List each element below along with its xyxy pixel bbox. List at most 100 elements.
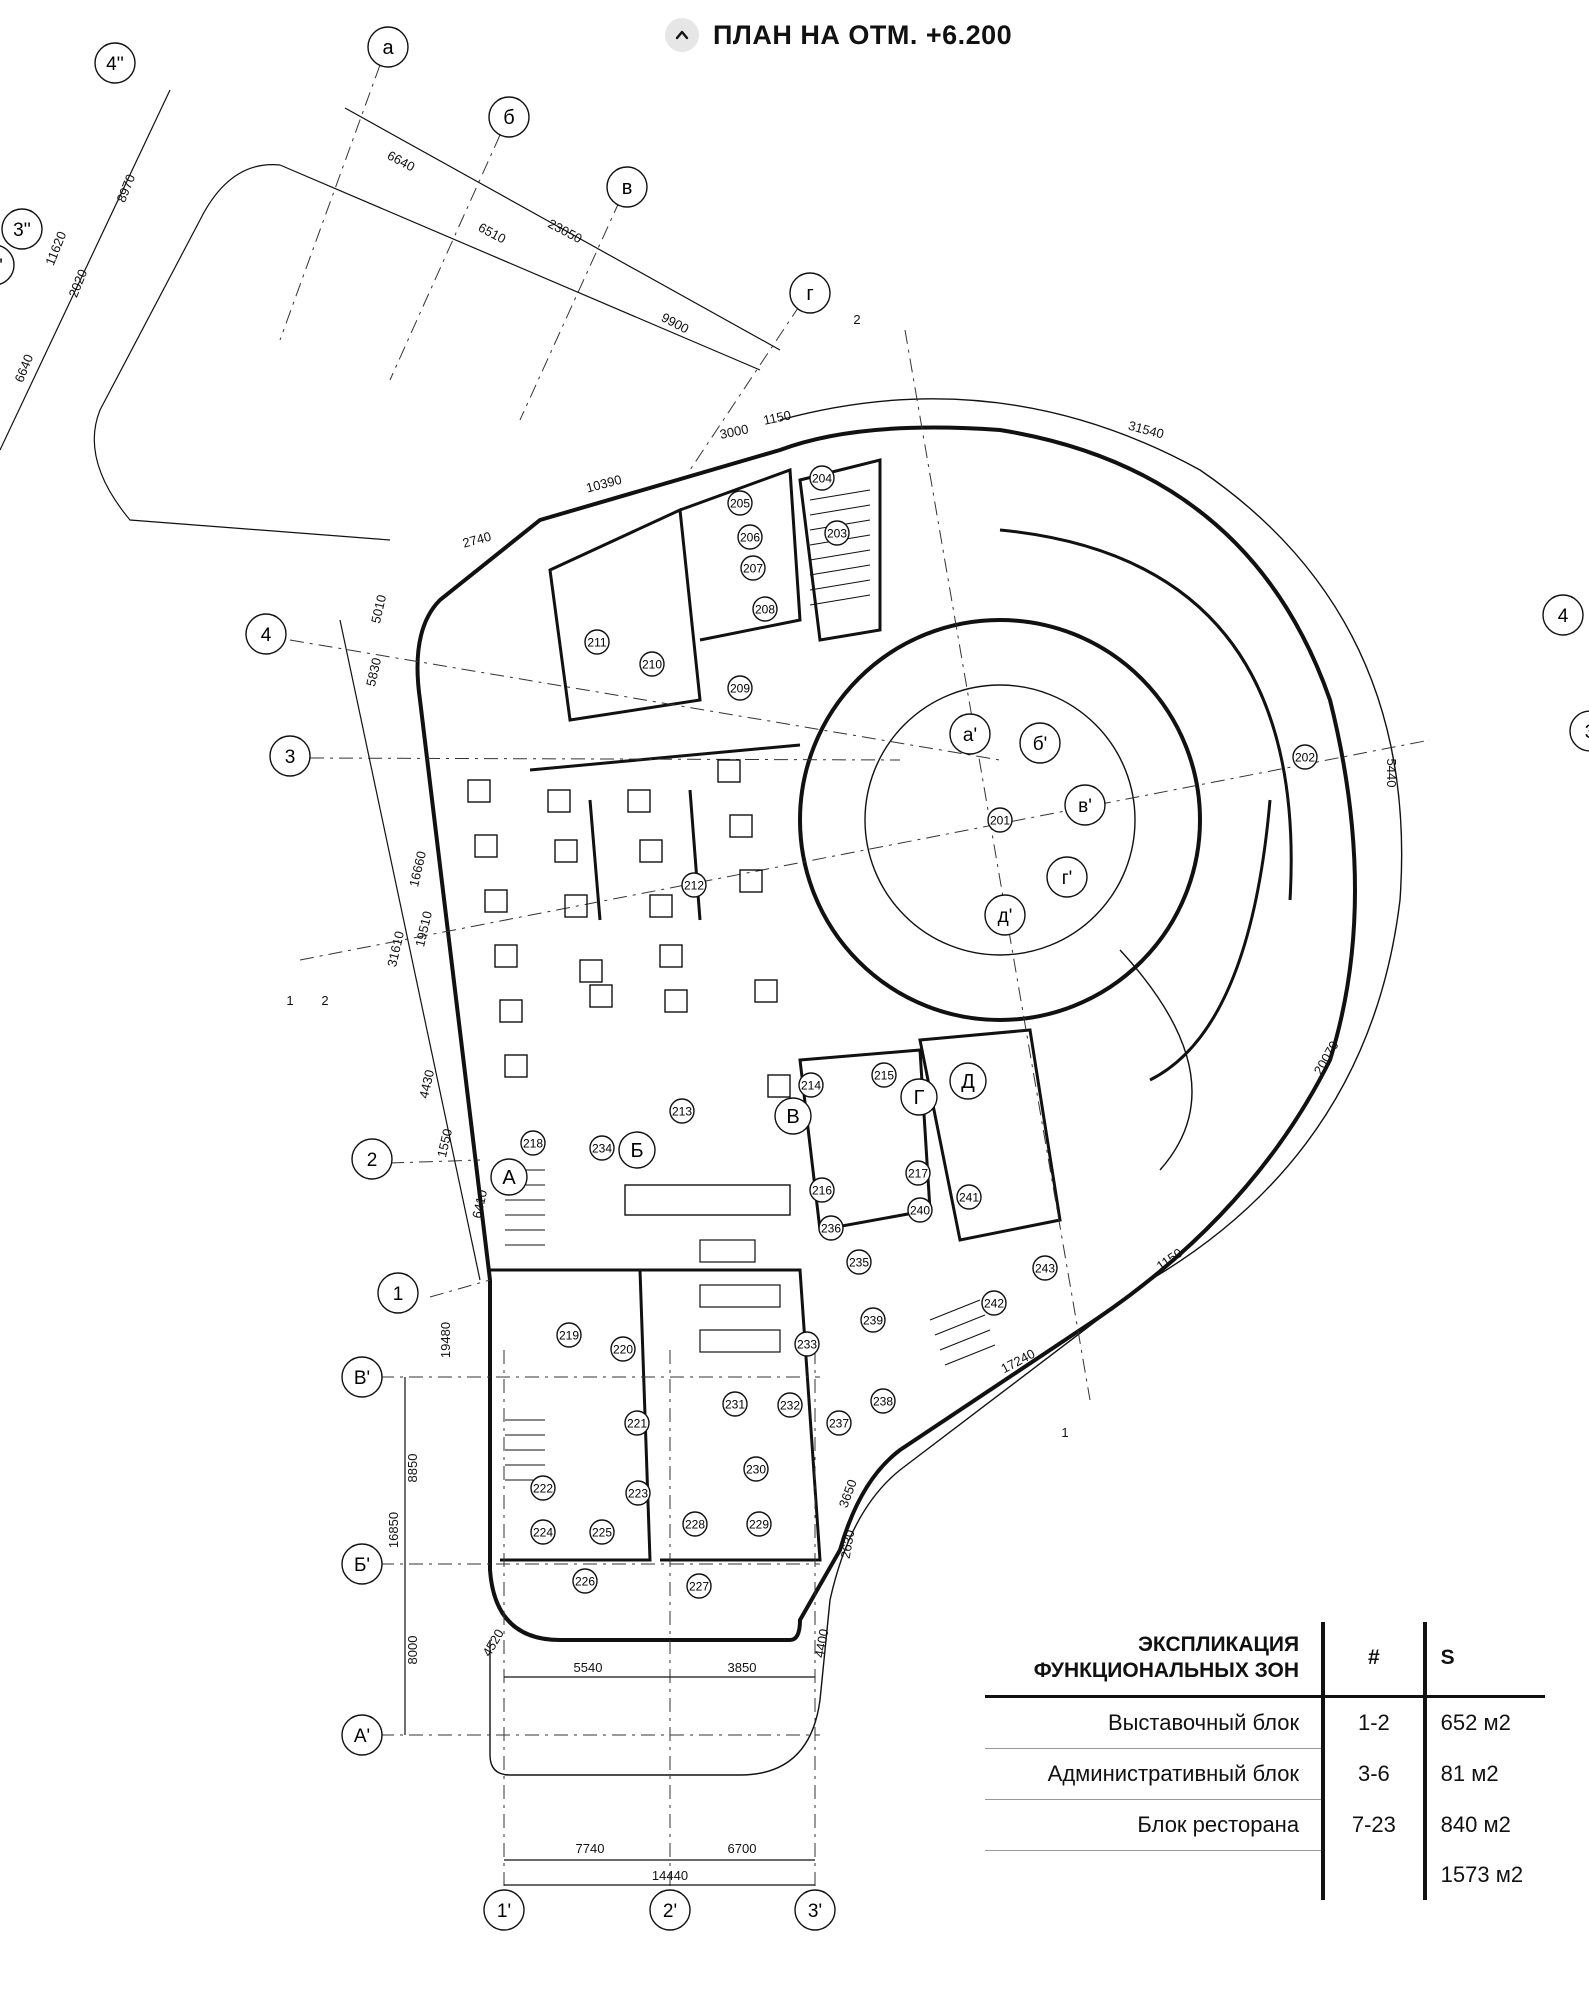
room-marker-206-circle xyxy=(737,524,763,550)
axis-bubble-letter-0: а xyxy=(367,26,409,68)
axis-bubble-letter-3-label: г xyxy=(806,283,813,305)
grid-axis-2 xyxy=(389,1159,481,1164)
axis-bubble-bottom-1: 2' xyxy=(649,1889,691,1931)
room-marker-211-circle xyxy=(584,629,610,655)
room-marker-229-label: 229 xyxy=(749,1517,769,1531)
table xyxy=(504,1054,528,1078)
room-marker-232: 232 xyxy=(777,1392,803,1418)
table xyxy=(649,894,673,918)
dim-left-bottom-2: 8000 xyxy=(405,1636,420,1665)
table xyxy=(589,984,613,1008)
room-marker-210-label: 210 xyxy=(642,657,662,671)
room-marker-212-label: 212 xyxy=(684,878,704,892)
table xyxy=(639,839,663,863)
axis-bubble-circle-1-label: б' xyxy=(1033,734,1048,755)
room-marker-223-circle xyxy=(625,1480,651,1506)
axis-bubble-bottom-2-label: 3' xyxy=(808,1901,822,1922)
room-marker-215-label: 215 xyxy=(874,1068,894,1082)
dim-right-6: 4400 xyxy=(812,1628,832,1659)
room-marker-243: 243 xyxy=(1032,1255,1058,1281)
room-marker-241-label: 241 xyxy=(959,1190,979,1204)
axis-bubble-upper-0: А xyxy=(490,1158,528,1196)
room-marker-215: 215 xyxy=(871,1062,897,1088)
table xyxy=(494,944,518,968)
dim-left-2: 16660 xyxy=(406,850,429,889)
terrace-outline xyxy=(93,164,391,541)
room-marker-203: 203 xyxy=(824,520,850,546)
legend-zone-num: 3-6 xyxy=(1321,1748,1425,1799)
room-marker-230-label: 230 xyxy=(746,1462,766,1476)
room-marker-209-label: 209 xyxy=(730,681,750,695)
axis-bubble-circle-1: б' xyxy=(1019,722,1061,764)
table xyxy=(627,789,651,813)
dim-right-0: 5440 xyxy=(1384,759,1399,788)
axis-bubble-number-7-label: 4 xyxy=(1558,606,1569,627)
room-marker-201-label: 201 xyxy=(990,813,1010,827)
axis-bubble-left-2-label: А' xyxy=(354,1726,370,1747)
room-marker-224-circle xyxy=(530,1519,556,1545)
room-marker-239-label: 239 xyxy=(863,1313,883,1327)
room-marker-221-circle xyxy=(624,1410,650,1436)
dim-left-top-3: 6640 xyxy=(11,352,36,384)
room-marker-228: 228 xyxy=(682,1511,708,1537)
axis-bubble-upper-3-circle xyxy=(900,1078,938,1116)
exhibition-circle-inner xyxy=(864,684,1136,956)
dim-left-top-2: 2020 xyxy=(65,267,90,299)
legend-zone-num: 1-2 xyxy=(1321,1696,1425,1748)
room-marker-241: 241 xyxy=(956,1184,982,1210)
room-marker-229: 229 xyxy=(746,1511,772,1537)
room-marker-242: 242 xyxy=(981,1290,1007,1316)
room-marker-201: 201 xyxy=(987,807,1013,833)
axis-bubble-bottom-0: 1' xyxy=(483,1889,525,1931)
wall-divider-3 xyxy=(688,789,702,921)
room-marker-209: 209 xyxy=(727,675,753,701)
axis-bubble-letter-2-circle xyxy=(606,166,648,208)
axis-bubble-upper-1: Б xyxy=(618,1131,656,1169)
room-marker-230: 230 xyxy=(743,1456,769,1482)
room-marker-217-circle xyxy=(905,1160,931,1186)
axis-bubble-number-4-circle xyxy=(94,42,136,84)
room-marker-222-label: 222 xyxy=(533,1481,553,1495)
room-marker-210: 210 xyxy=(639,651,665,677)
legend-row: Административный блок 3-6 81 м2 xyxy=(985,1748,1545,1800)
axis-bubble-upper-4: Д xyxy=(949,1062,987,1100)
room-marker-215-circle xyxy=(871,1062,897,1088)
room-marker-234-label: 234 xyxy=(592,1141,612,1155)
axis-bubble-bottom-1-label: 2' xyxy=(663,1901,677,1922)
axis-bubble-number-8-label: 3 xyxy=(1585,722,1589,743)
dim-left-0: 5010 xyxy=(368,593,389,625)
table xyxy=(579,959,603,983)
room-marker-204-circle xyxy=(809,465,835,491)
axis-bubble-number-1-circle xyxy=(351,1138,393,1180)
room-marker-206-label: 206 xyxy=(740,530,760,544)
axis-bubble-circle-2-circle xyxy=(1064,784,1106,826)
room-marker-223: 223 xyxy=(625,1480,651,1506)
legend-total-label xyxy=(985,1850,1323,1900)
section-line-1 xyxy=(299,739,1431,961)
room-marker-238: 238 xyxy=(870,1388,896,1414)
legend-row: Блок ресторана 7-23 840 м2 xyxy=(985,1799,1545,1851)
table xyxy=(664,989,688,1013)
kitchen-table-3 xyxy=(699,1329,781,1353)
grid-axis-1 xyxy=(429,1279,491,1298)
room-marker-224: 224 xyxy=(530,1519,556,1545)
axis-bubble-upper-0-label: А xyxy=(502,1167,516,1189)
legend-total-num xyxy=(1321,1850,1425,1900)
axis-bubble-bottom-1-circle xyxy=(649,1889,691,1931)
room-marker-226: 226 xyxy=(572,1568,598,1594)
axis-bubble-circle-4-circle xyxy=(984,894,1026,936)
stair-203 xyxy=(809,489,871,606)
axis-bubble-number-8-circle xyxy=(1569,710,1589,752)
room-marker-202-label: 202 xyxy=(1295,750,1315,764)
room-marker-217: 217 xyxy=(905,1160,931,1186)
axis-bubble-bottom-2: 3' xyxy=(794,1889,836,1931)
axis-bubble-bottom-2-circle xyxy=(794,1889,836,1931)
collapse-button[interactable] xyxy=(665,18,699,52)
axis-bubble-upper-2: В xyxy=(774,1097,812,1135)
legend-header-name: ЭКСПЛИКАЦИЯ ФУНКЦИОНАЛЬНЫХ ЗОН xyxy=(985,1622,1324,1698)
axis-bubble-number-5-label: 3'' xyxy=(13,220,31,241)
room-marker-243-label: 243 xyxy=(1035,1261,1055,1275)
axis-bubble-bottom-0-circle xyxy=(483,1889,525,1931)
wall-toilets xyxy=(679,467,802,642)
room-marker-207-circle xyxy=(740,555,766,581)
